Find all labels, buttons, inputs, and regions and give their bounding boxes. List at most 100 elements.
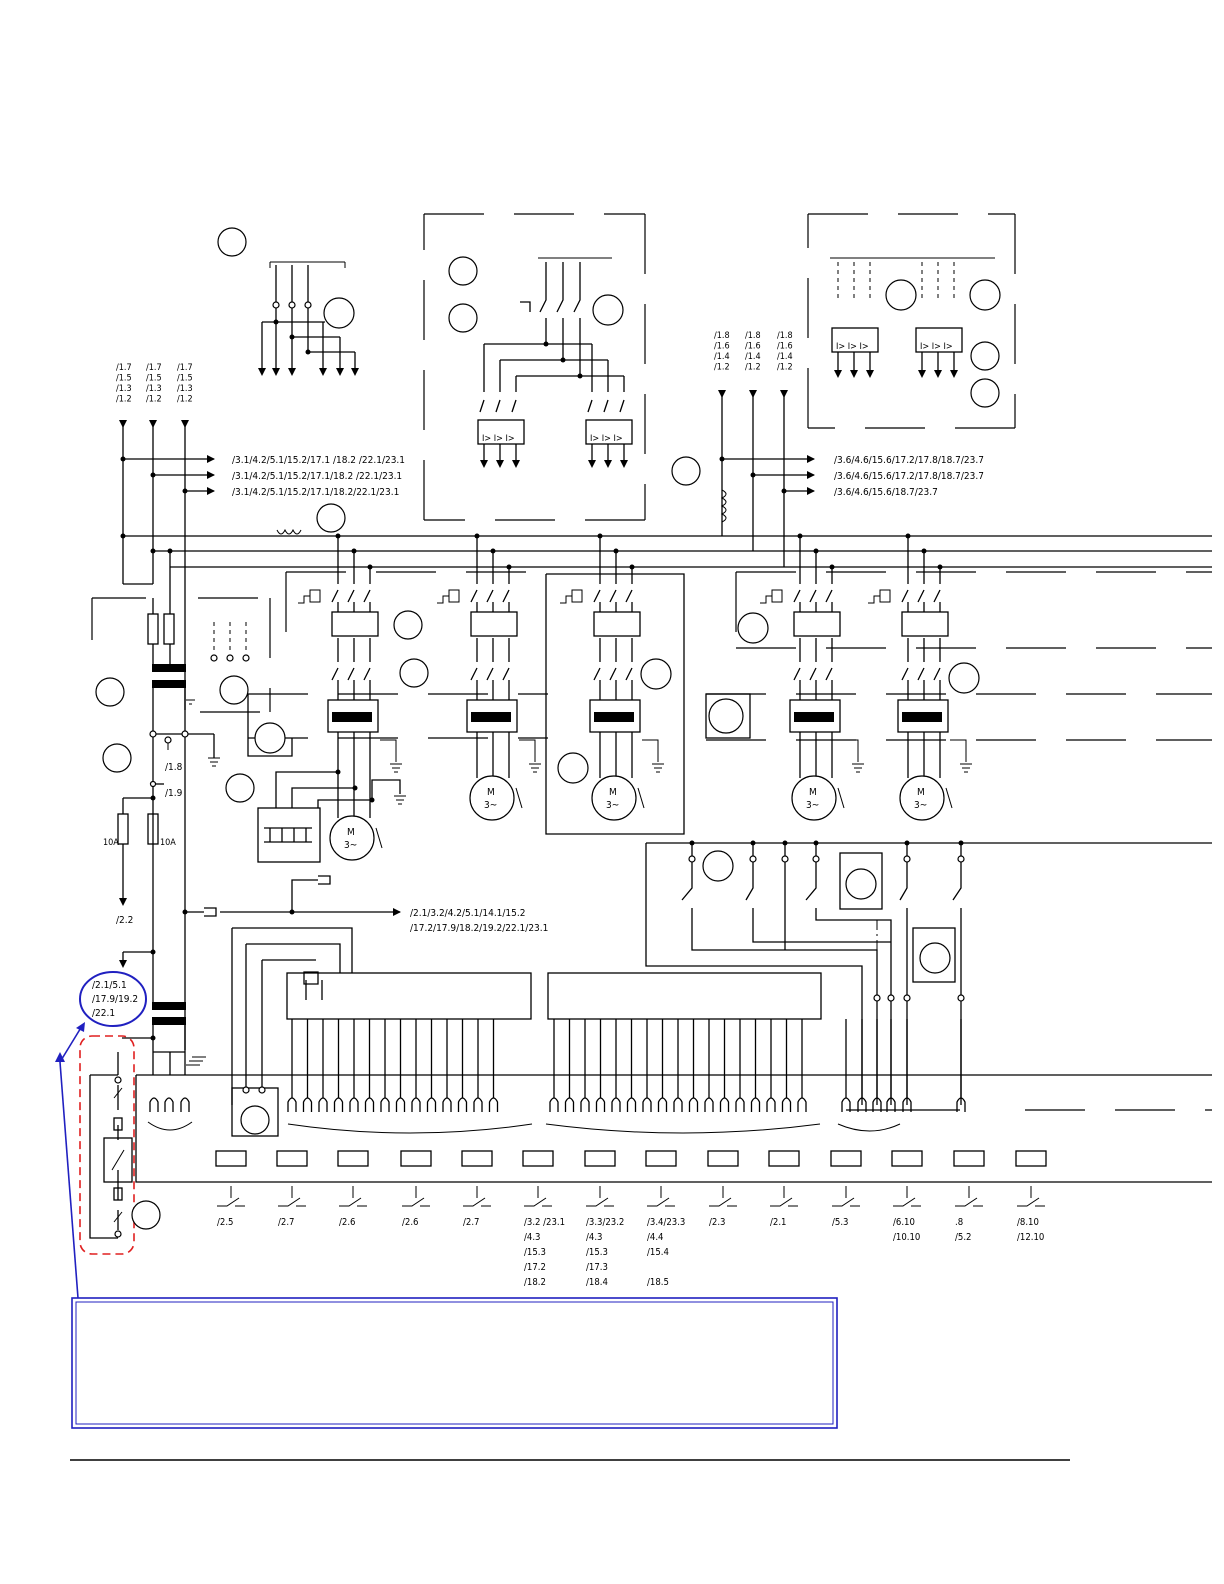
contact-ref: /4.4 bbox=[647, 1232, 663, 1243]
supply-ref: /1.7 bbox=[177, 363, 193, 373]
contact-ref: /5.3 bbox=[832, 1217, 848, 1228]
motor-label-m: M bbox=[609, 787, 617, 798]
terminal-pin bbox=[364, 1019, 375, 1112]
motor-feeders: M3~M3~M3~M3~M3~ bbox=[298, 533, 972, 861]
supply-ref: /1.4 bbox=[745, 352, 761, 362]
motor-label-m: M bbox=[809, 787, 817, 798]
junction-dot bbox=[629, 564, 635, 570]
motor-label-m: M bbox=[487, 787, 495, 798]
thyristor-block bbox=[902, 712, 942, 722]
terminal-pin bbox=[750, 1019, 761, 1112]
callout: /2.1/5.1 /17.9/19.2 /22.1 bbox=[55, 971, 838, 1429]
breaker-contact bbox=[933, 589, 941, 612]
junction-dot bbox=[905, 533, 911, 539]
supply-ref: /1.4 bbox=[777, 352, 793, 362]
soft-starter bbox=[897, 699, 949, 733]
contact-symbol bbox=[709, 1186, 737, 1207]
supply-ref: /1.3 bbox=[116, 384, 132, 394]
contactor-contact bbox=[331, 638, 339, 700]
terminal-pin bbox=[180, 1097, 190, 1112]
contactor-contact bbox=[593, 638, 601, 700]
breaker-contact bbox=[825, 589, 833, 612]
contactor-contact bbox=[793, 638, 801, 700]
supply-ref: /1.5 bbox=[116, 374, 132, 384]
contact-5: /2.7 bbox=[461, 1150, 493, 1228]
relay-coil bbox=[707, 1150, 739, 1167]
supply-ref: /1.8 bbox=[745, 331, 761, 341]
control-bus-ref-1: /2.1/3.2/4.2/5.1/14.1/15.2 bbox=[410, 908, 525, 919]
ground-lead bbox=[380, 739, 397, 762]
junction-dot bbox=[351, 548, 357, 554]
relay-coil bbox=[337, 1150, 369, 1167]
svg-text:I> I> I>: I> I> I> bbox=[590, 434, 623, 444]
supply-ref: /1.3 bbox=[177, 384, 193, 394]
contact-symbol bbox=[832, 1186, 860, 1207]
contact-ref: /10.10 bbox=[893, 1232, 920, 1243]
circuit-breaker bbox=[593, 611, 641, 637]
motor-icon bbox=[791, 775, 837, 821]
svg-text:I> I> I>: I> I> I> bbox=[920, 342, 953, 352]
contact-ref: /3.4/23.3 bbox=[647, 1217, 685, 1228]
motor-pe-lead bbox=[375, 827, 383, 849]
contact-ref: /2.7 bbox=[463, 1217, 479, 1228]
contact-14: /8.10/12.10 bbox=[1015, 1150, 1047, 1243]
supply-ref: /1.8 bbox=[714, 331, 730, 341]
top-right-cabinet: I> I> I> I> I> I> bbox=[807, 213, 1016, 429]
supply-ref: /1.2 bbox=[146, 395, 162, 405]
terminal-pin bbox=[781, 1019, 792, 1112]
contactor-contact bbox=[363, 638, 371, 700]
terminal-pin bbox=[395, 1019, 406, 1112]
supply-ref: /1.6 bbox=[714, 342, 730, 352]
terminal-pin bbox=[380, 1019, 390, 1112]
terminal-pin bbox=[704, 1019, 714, 1112]
soft-starter bbox=[466, 699, 518, 733]
contact-ref: /3.2 /23.1 bbox=[524, 1217, 565, 1228]
ref-1-8: /1.8 bbox=[165, 762, 183, 773]
callout-ref-3: /22.1 bbox=[92, 1008, 115, 1019]
motor-feeder: M3~ bbox=[298, 533, 402, 861]
contact-symbol bbox=[524, 1186, 552, 1207]
relay-coil bbox=[400, 1150, 432, 1167]
left-bus-ref-3: /3.1/4.2/5.1/15.2/17.1/18.2/22.1/23.1 bbox=[232, 487, 399, 498]
terminal-block-1 bbox=[286, 972, 532, 1020]
contact-ref: /12.10 bbox=[1017, 1232, 1044, 1243]
contact-symbol bbox=[463, 1186, 491, 1207]
junction-dot bbox=[613, 548, 619, 554]
relay-coil bbox=[276, 1150, 308, 1167]
contact-symbol bbox=[1017, 1186, 1045, 1207]
contactor-contact bbox=[470, 638, 478, 700]
terminal-pin bbox=[549, 1019, 559, 1112]
note-box bbox=[71, 1297, 838, 1429]
terminal-pin bbox=[872, 1019, 882, 1112]
motor-feeder: M 3~ bbox=[760, 533, 864, 821]
terminal-pin bbox=[564, 1019, 575, 1112]
breaker-contact bbox=[593, 589, 601, 612]
contactor-contact bbox=[347, 638, 355, 700]
contactor-contact bbox=[933, 638, 941, 700]
motor-label-phase: 3~ bbox=[806, 800, 819, 811]
contact-10: /2.1 bbox=[768, 1150, 800, 1228]
contact-ref: /8.10 bbox=[1017, 1217, 1039, 1228]
terminal-pin bbox=[857, 1019, 867, 1112]
supply-ref: /1.5 bbox=[146, 374, 162, 384]
contact-ref: .8 bbox=[955, 1217, 963, 1228]
supply-ref: /1.4 bbox=[714, 352, 730, 362]
supply-ref: /1.6 bbox=[777, 342, 793, 352]
terminal-blocks bbox=[135, 927, 1212, 1183]
supply-ref: /1.2 bbox=[745, 363, 761, 373]
right-bus-ref-1: /3.6/4.6/15.6/17.2/17.8/18.7/23.7 bbox=[834, 455, 984, 466]
terminal-group-brace bbox=[147, 1121, 901, 1134]
terminal-pin bbox=[580, 1019, 590, 1112]
contact-ref: /2.6 bbox=[402, 1217, 418, 1228]
relay-coil bbox=[768, 1150, 800, 1167]
contact-ref: /17.3 bbox=[586, 1262, 608, 1273]
breaker-handle bbox=[868, 589, 891, 604]
relay-coil bbox=[461, 1150, 493, 1167]
terminal-pin bbox=[626, 1019, 637, 1112]
motor-icon bbox=[469, 775, 515, 821]
terminal-pin bbox=[673, 1019, 683, 1112]
terminal-pin bbox=[488, 1019, 499, 1112]
supply-ref: /1.5 bbox=[177, 374, 193, 384]
marker-circle bbox=[323, 297, 355, 329]
soft-starter bbox=[589, 699, 641, 733]
